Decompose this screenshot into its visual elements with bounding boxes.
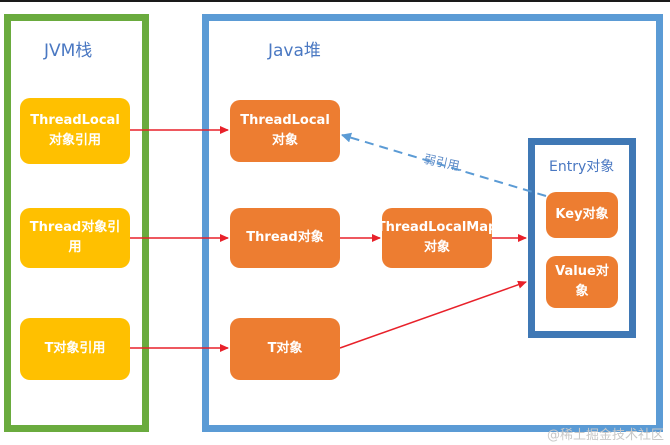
top-rule — [0, 0, 670, 2]
entry-object-title: Entry对象 — [549, 159, 615, 175]
threadlocal-reference-node: ThreadLocal对象引用 — [20, 98, 130, 164]
t-object-node: T对象 — [230, 318, 340, 380]
edge-t-to-value — [339, 280, 527, 349]
key-object-node: Key对象 — [546, 192, 618, 238]
jvm-stack-title: JVM栈 — [44, 41, 93, 61]
thread-object-node: Thread对象 — [230, 208, 340, 268]
watermark: @稀土掘金技术社区 — [546, 428, 664, 443]
threadlocalmap-object-node: ThreadLocalMap对象 — [377, 208, 497, 268]
edge-key-weak-to-threadlocal — [341, 132, 547, 197]
java-heap-region — [202, 14, 663, 432]
threadlocal-object-node: ThreadLocal对象 — [230, 100, 340, 162]
jvm-stack-region — [4, 14, 149, 432]
value-object-node: Value对象 — [546, 256, 618, 308]
java-heap-title: Java堆 — [268, 41, 321, 61]
thread-reference-node: Thread对象引用 — [20, 208, 130, 268]
t-reference-node: T对象引用 — [20, 318, 130, 380]
